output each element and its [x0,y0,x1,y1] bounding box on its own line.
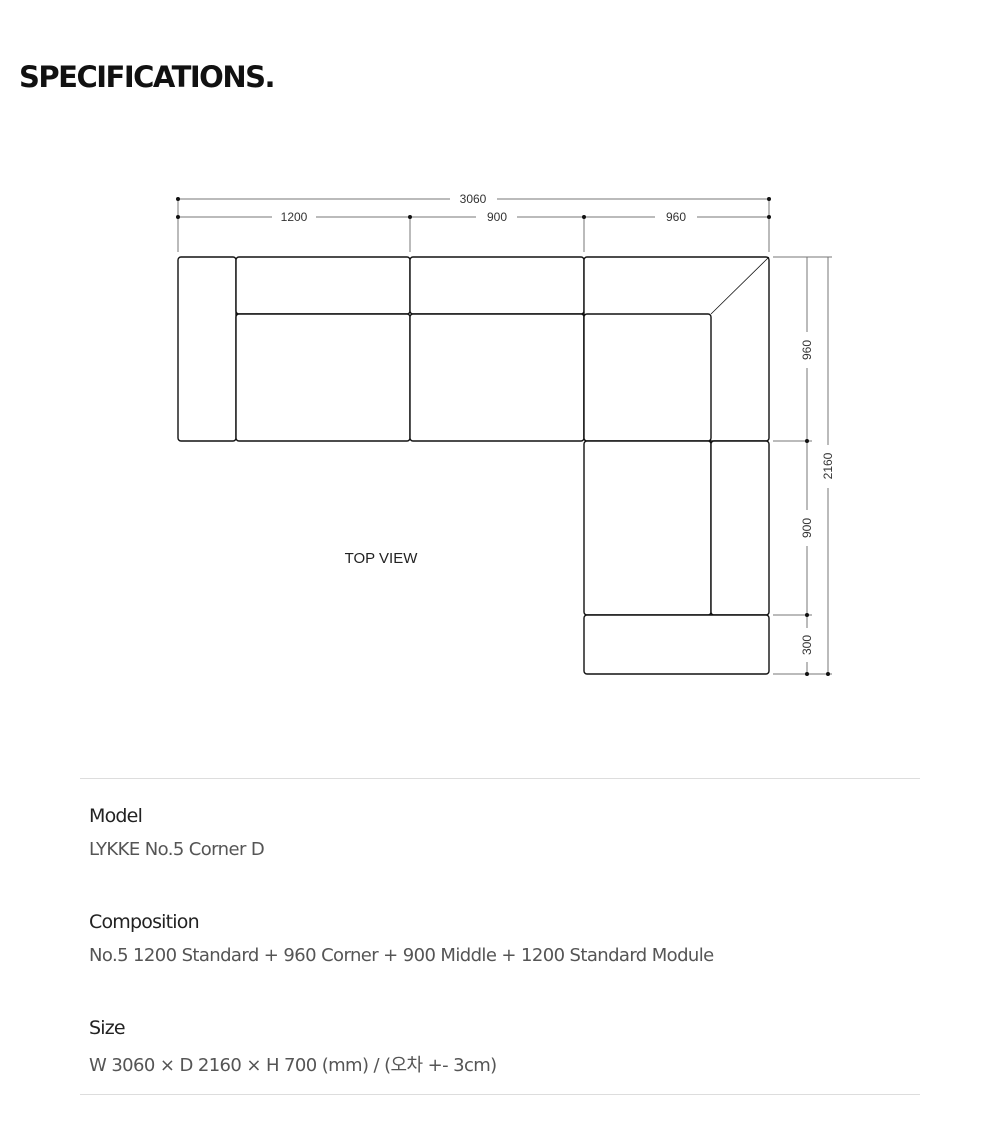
dim-depth-2: 900 [800,518,814,538]
dim-total-width: 3060 [460,192,487,206]
dim-width-2: 900 [487,210,507,224]
dim-depth-1: 960 [800,340,814,360]
back-cushion-1 [235,256,411,315]
back-cushion-2 [409,256,585,315]
seat-2 [409,313,585,442]
page-title: SPECIFICATIONS. [19,60,276,94]
seat-3 [583,440,712,616]
sofa-top-view-diagram: 3060 1200 900 960 960 900 300 2160 TOP V… [176,192,835,676]
spec-label: Size [89,1017,126,1039]
dimension-dots [176,197,830,676]
right-arm [583,614,770,675]
seat-1 [235,313,411,442]
spec-composition: Composition No.5 1200 Standard + 960 Cor… [89,911,714,966]
spec-value: W 3060 × D 2160 × H 700 (mm) / (오차 +- 3c… [89,1055,497,1076]
spec-model: Model LYKKE No.5 Corner D [89,805,265,860]
spec-value: No.5 1200 Standard + 960 Corner + 900 Mi… [89,945,714,966]
dim-total-depth: 2160 [821,452,835,479]
spec-label: Composition [89,911,200,933]
specifications-list: Model LYKKE No.5 Corner D Composition No… [80,778,920,1095]
spec-label: Model [89,805,143,827]
dim-depth-3: 300 [800,635,814,655]
sofa-modules [177,256,770,675]
dim-width-3: 960 [666,210,686,224]
spec-size: Size W 3060 × D 2160 × H 700 (mm) / (오차 … [89,1017,497,1077]
dim-width-1: 1200 [281,210,308,224]
top-view-label: TOP VIEW [345,550,419,567]
corner-seat [583,313,712,442]
spec-value: LYKKE No.5 Corner D [89,839,265,860]
left-arm [177,256,237,442]
back-cushion-3 [710,440,770,616]
